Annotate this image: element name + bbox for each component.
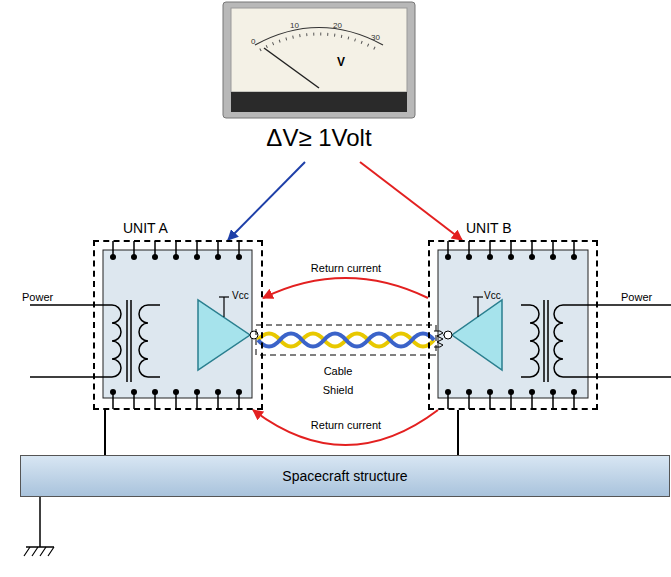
scale-number: 20 xyxy=(333,21,342,30)
pin-dot xyxy=(236,389,242,395)
scale-number: 10 xyxy=(290,21,299,30)
inverter-bubble xyxy=(250,331,258,339)
circuit-board xyxy=(438,250,588,398)
cable-shield xyxy=(256,325,436,355)
pin-lead xyxy=(531,241,533,256)
voltmeter: V ΔV≥ 1Volt xyxy=(223,2,415,160)
resistor-symbol xyxy=(434,331,443,347)
current-arrow xyxy=(253,410,438,445)
transformer-coil xyxy=(554,305,671,377)
pin-dot xyxy=(215,389,221,395)
pin-lead xyxy=(489,241,491,256)
inverter-bubble xyxy=(444,331,452,339)
wire xyxy=(443,335,444,336)
pin-dot xyxy=(445,254,451,260)
ground-symbol xyxy=(39,497,41,547)
pin-dot xyxy=(508,389,514,395)
unit-name: UNIT A xyxy=(123,220,168,236)
pin-dot xyxy=(194,254,200,260)
pin-lead xyxy=(154,241,156,256)
power-label: Power xyxy=(22,291,53,303)
pin-dot xyxy=(173,389,179,395)
pin-dot xyxy=(152,389,158,395)
pointer-arrow xyxy=(228,162,305,240)
shield-label: Shield xyxy=(323,384,354,396)
pin-lead xyxy=(196,241,198,256)
pin-dot xyxy=(110,254,116,260)
pin-dot xyxy=(215,254,221,260)
pin-lead xyxy=(468,241,470,256)
pin-lead xyxy=(510,241,512,256)
receiver-symbol xyxy=(452,300,502,370)
pin-dot xyxy=(152,254,158,260)
supply-label: Vcc xyxy=(484,290,501,301)
cable-label: Cable xyxy=(324,365,353,377)
transformer-core xyxy=(547,300,549,382)
transformer-core xyxy=(130,300,132,382)
scale-number: 30 xyxy=(371,33,380,42)
current-label: Return current xyxy=(309,419,383,431)
pin-dot xyxy=(487,389,493,395)
supply-symbol xyxy=(477,297,478,317)
scale-number: 0 xyxy=(251,37,255,46)
pin-lead xyxy=(447,241,449,256)
pointer-arrow xyxy=(360,162,462,240)
pin-lead xyxy=(133,241,135,256)
transformer-coil xyxy=(521,305,539,377)
pin-lead xyxy=(552,241,554,256)
ground-lead xyxy=(457,410,459,455)
transformer-core xyxy=(543,300,545,382)
transformer-coil xyxy=(30,305,121,377)
pin-dot xyxy=(571,254,577,260)
pin-lead xyxy=(112,241,114,256)
meter-needle xyxy=(264,48,319,88)
pin-dot xyxy=(131,389,137,395)
pin-dot xyxy=(487,254,493,260)
meter-ticks xyxy=(260,34,378,50)
power-label: Power xyxy=(621,291,652,303)
meter-body xyxy=(223,2,415,118)
pin-dot xyxy=(131,254,137,260)
pin-dot xyxy=(110,389,116,395)
pin-dot xyxy=(466,254,472,260)
pin-dot xyxy=(236,254,242,260)
unit-symbol: V xyxy=(337,55,345,69)
pin-dot xyxy=(550,254,556,260)
unit-name: UNIT B xyxy=(466,220,512,236)
pin-lead xyxy=(217,241,219,256)
pin-lead xyxy=(175,241,177,256)
pin-dot xyxy=(550,389,556,395)
meter-face xyxy=(231,8,407,92)
pin-dot xyxy=(445,389,451,395)
transformer-core xyxy=(126,300,128,382)
pin-dot xyxy=(466,389,472,395)
cable-wire xyxy=(258,334,434,347)
pin-dot xyxy=(508,254,514,260)
pin-dot xyxy=(529,389,535,395)
voltage-note: ΔV≥ 1Volt xyxy=(266,124,371,151)
structure-band: Spacecraft structure xyxy=(20,455,670,497)
pin-dot xyxy=(173,254,179,260)
pin-dot xyxy=(571,389,577,395)
unit-box: UNIT AVcc xyxy=(93,240,263,410)
transformer-coil xyxy=(139,305,160,377)
supply-label: Vcc xyxy=(232,290,249,301)
ground-symbol xyxy=(24,547,54,556)
pin-lead xyxy=(573,241,575,256)
cable-wire xyxy=(258,334,434,347)
pin-dot xyxy=(194,389,200,395)
current-label: Return current xyxy=(309,262,383,274)
pin-lead xyxy=(238,241,240,256)
supply-symbol xyxy=(223,297,224,317)
meter-base xyxy=(231,92,407,112)
circuit-board xyxy=(103,250,252,398)
ground-lead xyxy=(104,410,106,455)
structure-label: Spacecraft structure xyxy=(282,468,407,484)
current-arrow xyxy=(263,278,428,298)
unit-box: UNIT BVcc xyxy=(428,240,598,410)
pin-dot xyxy=(529,254,535,260)
meter-scale xyxy=(255,28,383,46)
